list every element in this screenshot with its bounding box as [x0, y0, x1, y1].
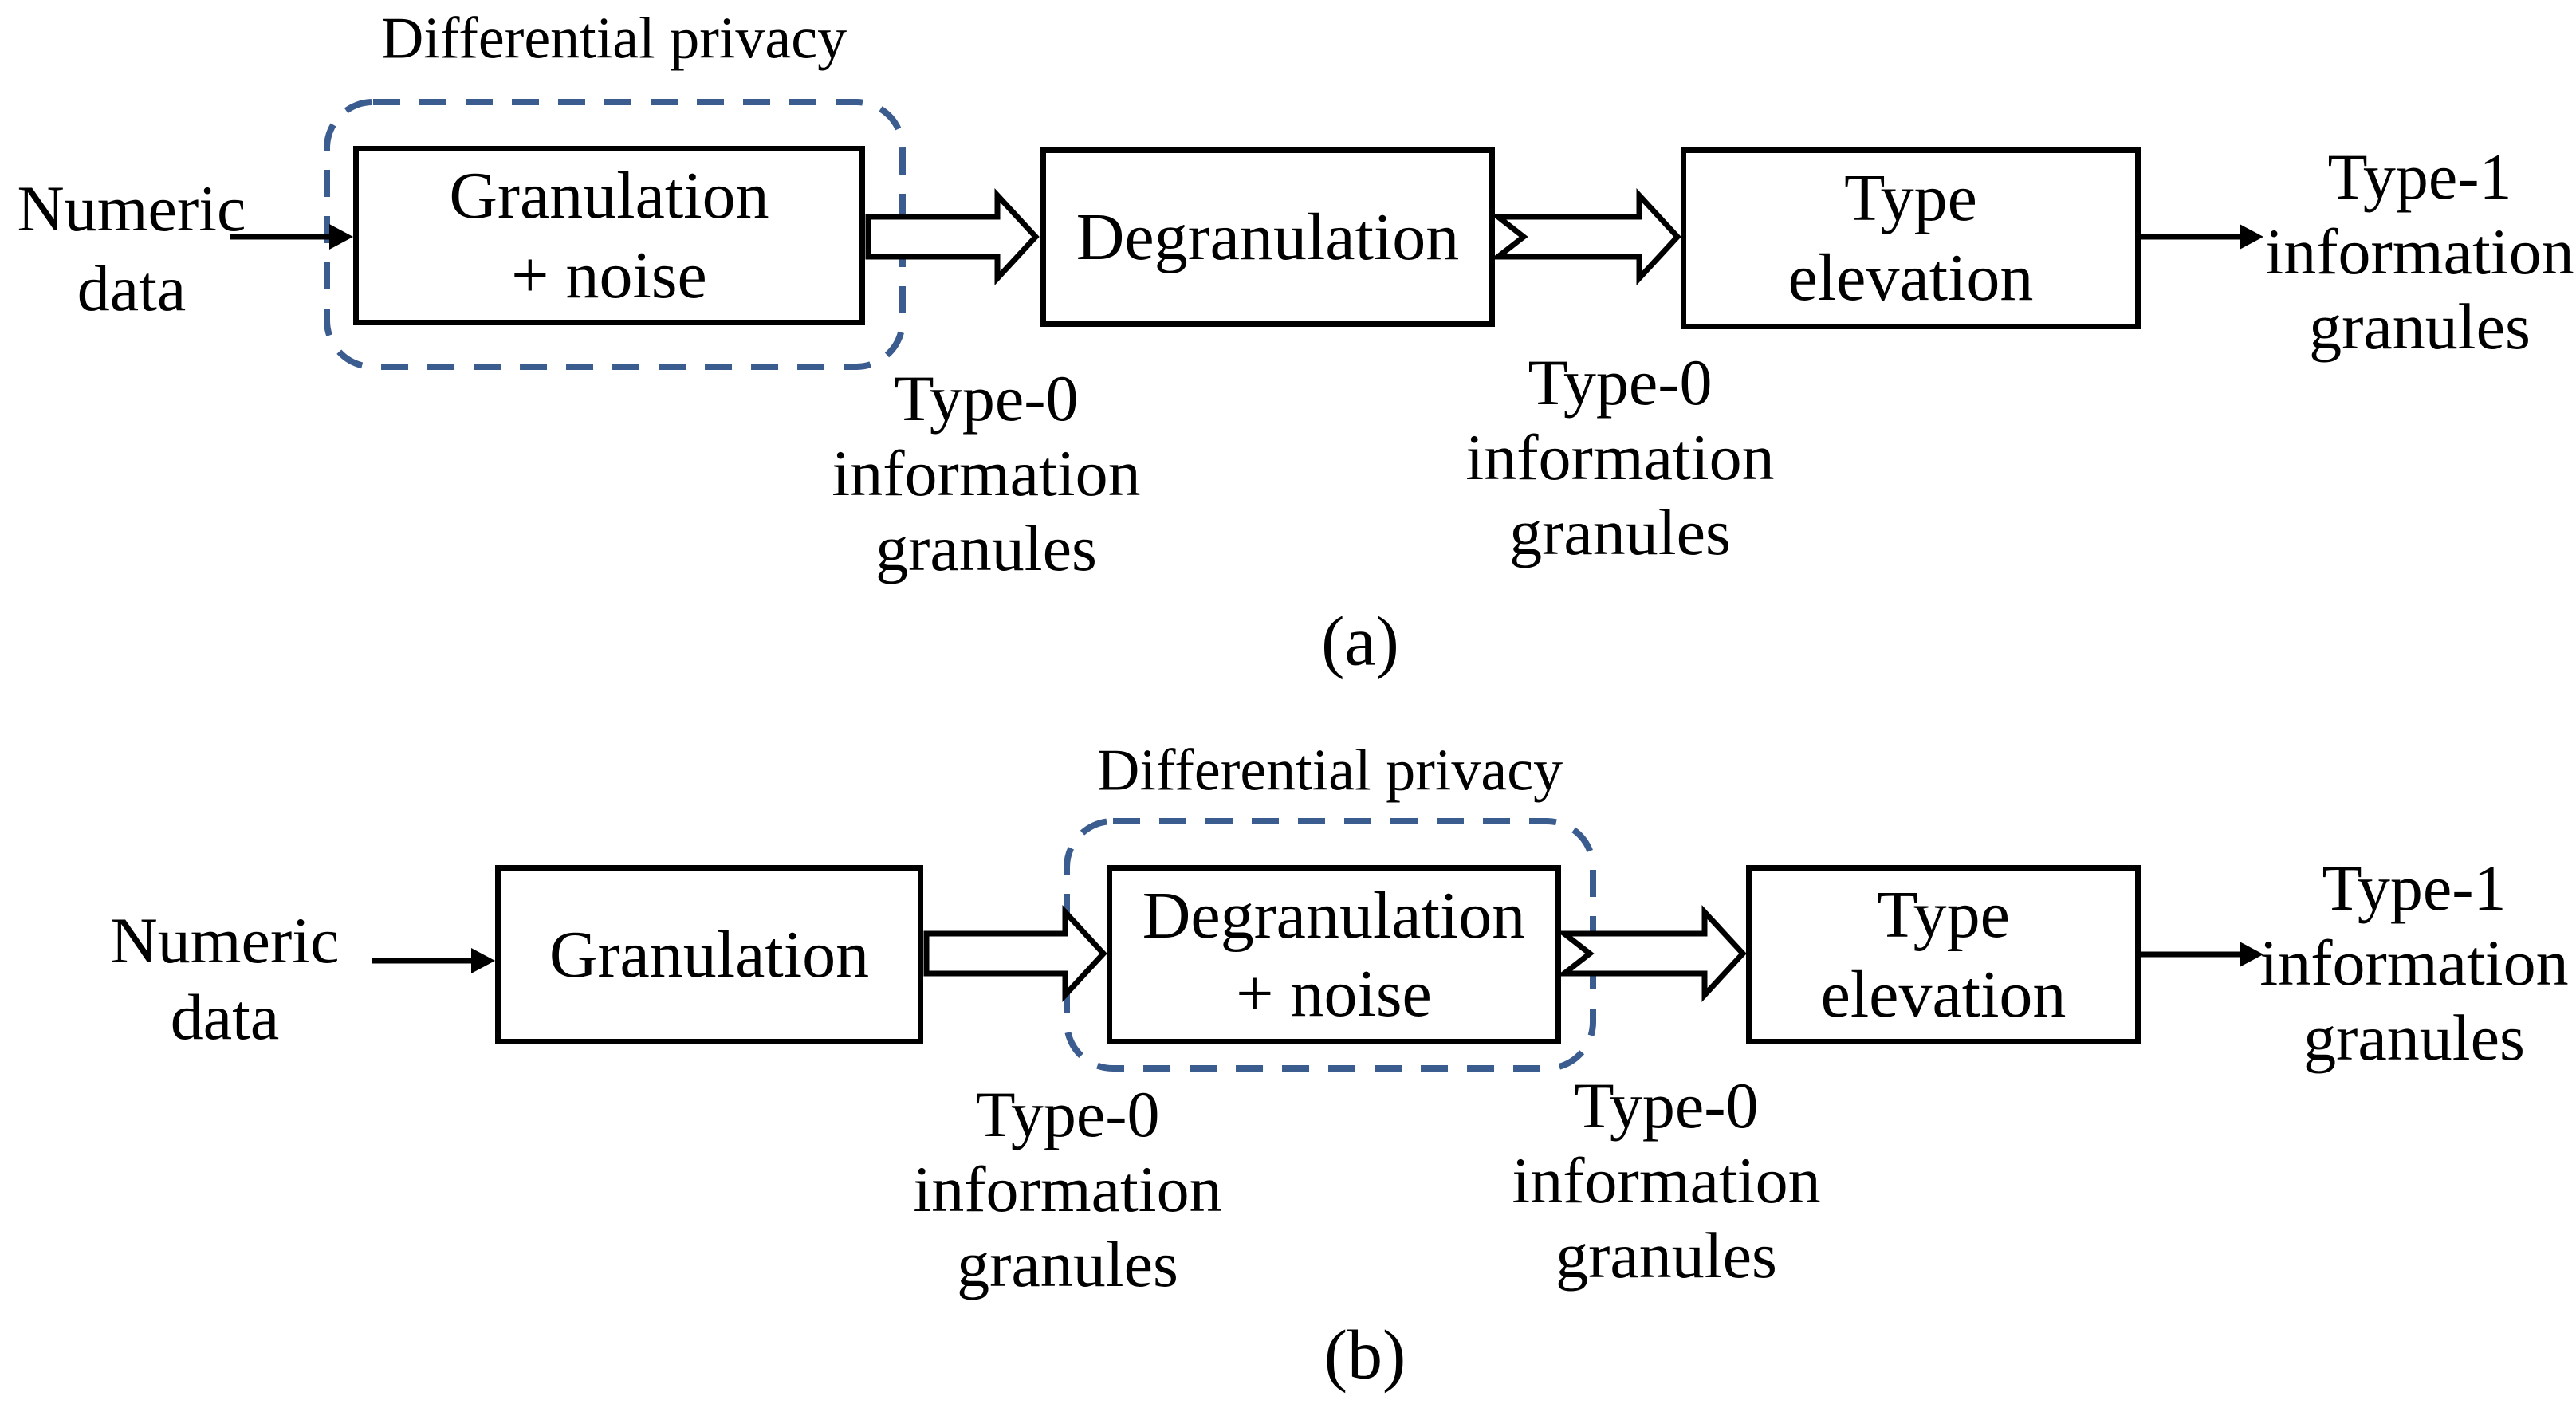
type0-label-a-first: Type-0 information granules — [832, 361, 1140, 586]
output-type1-label-b-line1: Type-1 — [2322, 851, 2507, 924]
privacy-region-title-b: Differential privacy — [1096, 737, 1563, 804]
input-label-a-line2: data — [77, 252, 187, 324]
privacy-region-title-a: Differential privacy — [380, 6, 848, 72]
caption-b: (b) — [1323, 1316, 1406, 1394]
degranulation-box-a-line1: Degranulation — [1076, 199, 1460, 274]
type0-label-a-second-line3: granules — [1509, 496, 1731, 568]
type0-label-b-second: Type-0 information granules — [1512, 1068, 1820, 1293]
type0-label-a-second-line2: information — [1465, 421, 1775, 494]
granulation-noise-box-a-line1: Granulation — [449, 158, 769, 233]
granulation-noise-box-a-line2: + noise — [511, 238, 707, 313]
type-elevation-box-a-line1: Type — [1844, 161, 1977, 235]
degranulation-box-a: Degranulation — [1040, 147, 1495, 327]
type0-label-a-first-line3: granules — [875, 512, 1097, 584]
block-arrow-icon-a1 — [865, 188, 1040, 285]
type0-label-a-second: Type-0 information granules — [1465, 345, 1774, 570]
output-type1-label-a-line3: granules — [2309, 290, 2531, 363]
type0-label-a-first-line1: Type-0 — [894, 362, 1079, 435]
type0-label-b-first-line2: information — [913, 1153, 1222, 1225]
input-label-b: Numeric data — [111, 903, 340, 1056]
block-arrow-icon-b1 — [923, 905, 1107, 1002]
output-type1-label-a-line2: information — [2265, 215, 2574, 288]
input-label-a-line1: Numeric — [17, 172, 246, 245]
output-type1-label-b-line2: information — [2259, 926, 2569, 999]
output-arrow-icon-a — [2141, 224, 2263, 250]
input-label-b-line1: Numeric — [110, 904, 340, 977]
output-type1-label-b: Type-1 information granules — [2259, 851, 2568, 1076]
degranulation-noise-box-b-line2: + noise — [1236, 956, 1432, 1031]
input-label-b-line2: data — [170, 981, 280, 1053]
degranulation-noise-box-b: Degranulation + noise — [1107, 865, 1561, 1044]
type-elevation-box-a-line2: elevation — [1787, 241, 2034, 315]
type0-label-b-second-line1: Type-0 — [1574, 1069, 1759, 1142]
granulation-noise-box-a: Granulation + noise — [353, 146, 865, 325]
output-type1-label-b-line3: granules — [2303, 1001, 2525, 1074]
block-arrow-notched-icon-b2 — [1555, 905, 1747, 1002]
degranulation-noise-box-b-line1: Degranulation — [1142, 878, 1526, 953]
input-arrow-icon-a — [230, 224, 353, 250]
type0-label-b-first: Type-0 information granules — [913, 1077, 1221, 1302]
type-elevation-box-b-line1: Type — [1877, 877, 2010, 952]
type0-label-b-first-line3: granules — [957, 1228, 1178, 1300]
granulation-box-b-line1: Granulation — [549, 917, 870, 992]
output-type1-label-a-line1: Type-1 — [2327, 140, 2512, 213]
type0-label-a-first-line2: information — [832, 437, 1141, 509]
type0-label-a-second-line1: Type-0 — [1528, 346, 1713, 419]
block-arrow-notched-icon-a2 — [1489, 188, 1681, 285]
type-elevation-box-b-line2: elevation — [1820, 957, 2067, 1032]
input-arrow-icon-b — [372, 948, 495, 973]
input-label-a: Numeric data — [18, 169, 246, 328]
output-arrow-icon-b — [2141, 942, 2263, 967]
output-type1-label-a: Type-1 information granules — [2265, 140, 2574, 364]
caption-a: (a) — [1321, 603, 1399, 681]
type0-label-b-first-line1: Type-0 — [975, 1078, 1160, 1150]
type-elevation-box-a: Type elevation — [1681, 147, 2141, 329]
type-elevation-box-b: Type elevation — [1746, 865, 2141, 1044]
granulation-box-b: Granulation — [495, 865, 923, 1044]
type0-label-b-second-line2: information — [1512, 1144, 1821, 1217]
type0-label-b-second-line3: granules — [1555, 1219, 1777, 1292]
